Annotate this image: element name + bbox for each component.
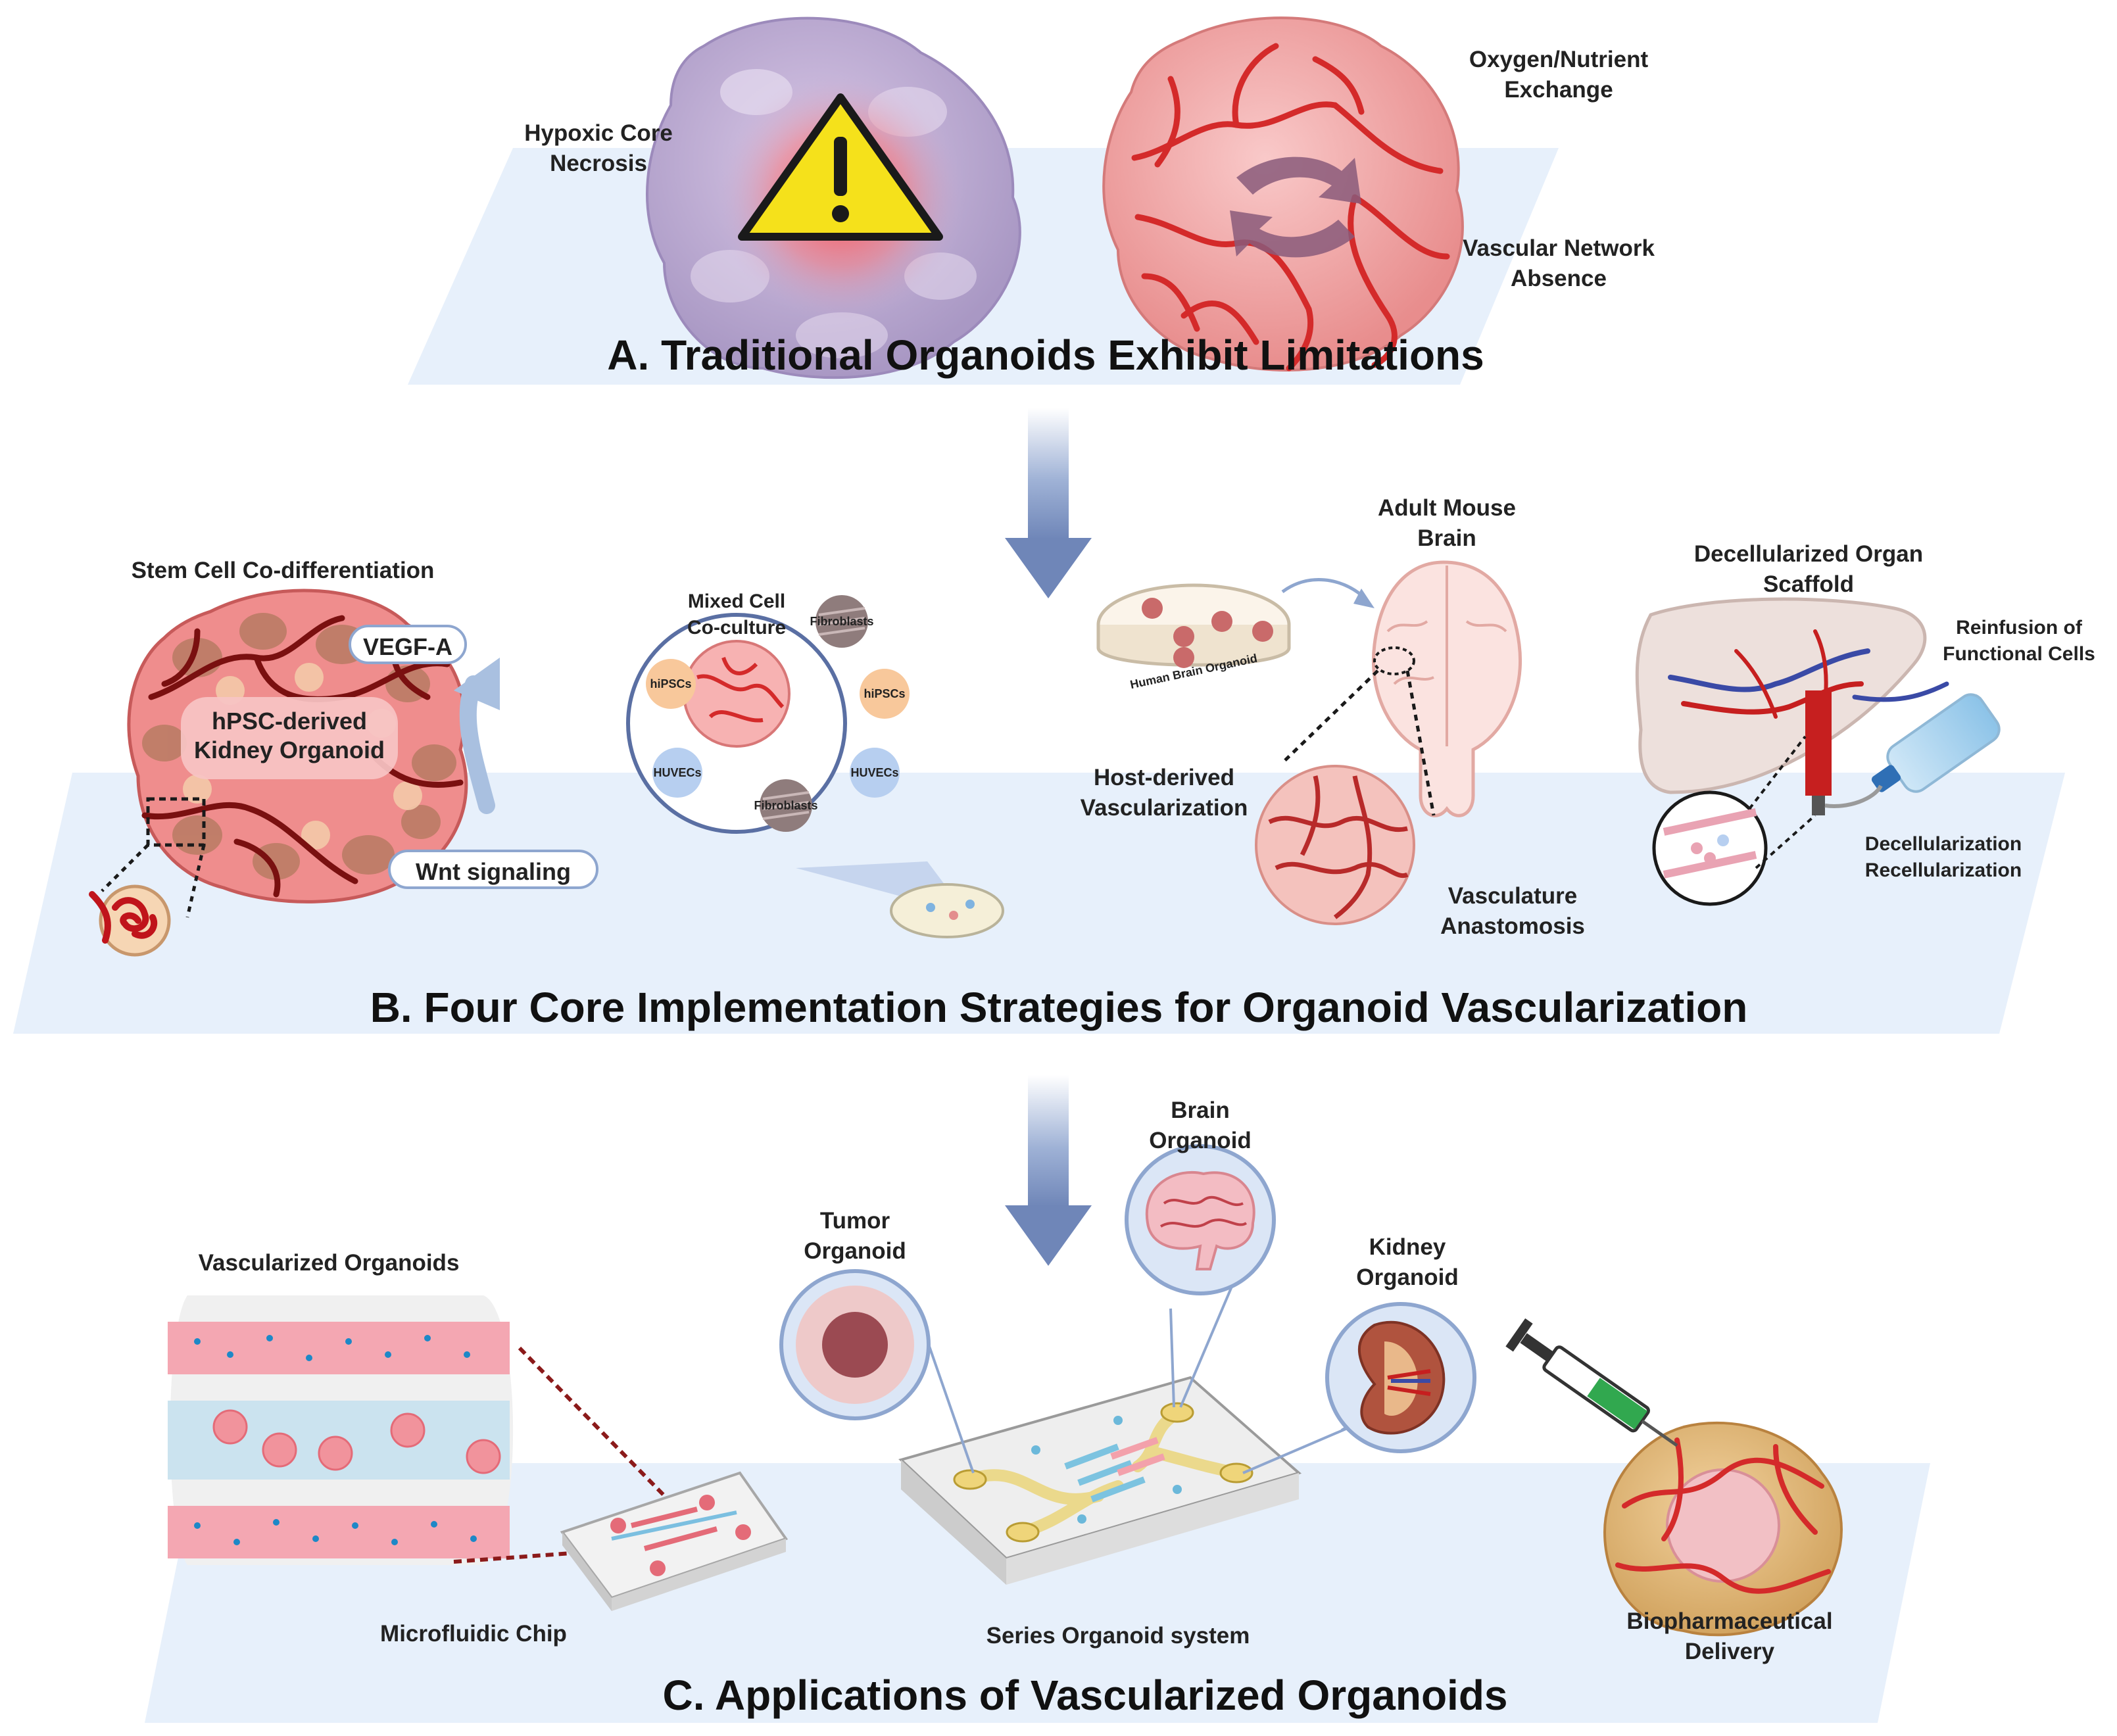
vascular-absence-label-line2: Absence bbox=[1511, 266, 1607, 291]
huvec-left-label: HUVECs bbox=[653, 766, 702, 779]
panel-b bbox=[13, 560, 2065, 1034]
panel-b-title: B. Four Core Implementation Strategies f… bbox=[370, 984, 1748, 1031]
platform-b bbox=[13, 773, 2065, 1034]
mixed-coculture bbox=[626, 595, 1004, 938]
panel-c bbox=[145, 1144, 1930, 1723]
brain-organoid-label: Brain Organoid bbox=[1102, 1096, 1299, 1156]
anastomosis-line2: Anastomosis bbox=[1440, 913, 1585, 939]
microfluidic-chip bbox=[560, 1471, 789, 1611]
glomerulus-icon bbox=[89, 884, 171, 957]
host-derived-line1: Host-derived bbox=[1094, 765, 1234, 790]
vegf-pill: VEGF-A bbox=[349, 625, 467, 664]
panel-a bbox=[408, 16, 1559, 385]
vasc-organoids-label: Vascularized Organoids bbox=[198, 1250, 460, 1276]
hypoxic-label: Hypoxic Core Necrosis bbox=[474, 118, 723, 179]
kidney-organoid-c-label: Kidney Organoid bbox=[1309, 1232, 1506, 1293]
anastomosis-label: Vasculature Anastomosis bbox=[1401, 881, 1624, 942]
tumor-organoid-circle bbox=[779, 1269, 931, 1420]
mouse-brain-line1: Adult Mouse bbox=[1378, 495, 1516, 521]
mouse-brain bbox=[1372, 560, 1522, 817]
fibroblast-bottom bbox=[760, 779, 812, 832]
biopharma-label: Biopharmaceutical Delivery bbox=[1598, 1606, 1861, 1667]
arrow-b-to-c bbox=[1005, 1075, 1092, 1266]
mixed-coculture-label: Mixed Cell Co-culture bbox=[645, 589, 829, 641]
series-organoid-chip bbox=[898, 1275, 1402, 1585]
panel-c-title: C. Applications of Vascularized Organoid… bbox=[662, 1672, 1508, 1719]
host-derived-vascularization bbox=[1096, 560, 1522, 925]
reinfusion-line2: Functional Cells bbox=[1943, 643, 2095, 665]
hypoxic-label-line1: Hypoxic Core bbox=[524, 120, 673, 146]
brain-organoid-line2: Organoid bbox=[1149, 1128, 1252, 1153]
hipsc-left-label: hiPSCs bbox=[650, 677, 692, 690]
series-label: Series Organoid system bbox=[986, 1623, 1250, 1649]
host-derived-label: Host-derived Vascularization bbox=[1046, 763, 1282, 823]
biopharma-organoid bbox=[1505, 1318, 1843, 1637]
decell-scaffold-line1: Decellularized Organ bbox=[1693, 541, 1924, 567]
fibroblast-top bbox=[815, 595, 868, 648]
wnt-pill: Wnt signaling bbox=[388, 850, 598, 889]
brain-organoid-line1: Brain bbox=[1171, 1097, 1230, 1123]
hypoxic-label-line2: Necrosis bbox=[550, 151, 647, 176]
reinfusion-label: Reinfusion of Functional Cells bbox=[1934, 615, 2105, 667]
biopharma-line1: Biopharmaceutical bbox=[1626, 1608, 1833, 1634]
anastomosis-line1: Vasculature bbox=[1448, 883, 1578, 909]
syringe-icon bbox=[1505, 1318, 1678, 1447]
exchange-label: Oxygen/Nutrient Exchange bbox=[1434, 45, 1684, 105]
center-organoid bbox=[683, 640, 791, 748]
vascular-absence-label-line1: Vascular Network bbox=[1463, 235, 1655, 261]
exchange-label-line1: Oxygen/Nutrient bbox=[1469, 47, 1649, 72]
decellularized-scaffold bbox=[1635, 597, 2001, 906]
huvec-left bbox=[652, 748, 702, 798]
tumor-organoid-line2: Organoid bbox=[804, 1238, 906, 1264]
decell-scaffold-line2: Scaffold bbox=[1763, 571, 1855, 597]
kidney-organoid-label-line2: Kidney Organoid bbox=[193, 736, 385, 763]
petri-dish-small bbox=[890, 883, 1004, 938]
tumor-organoid-line1: Tumor bbox=[819, 1208, 890, 1234]
kidney-organoid-label-line1: hPSC-derived bbox=[211, 708, 368, 735]
exchange-label-line2: Exchange bbox=[1504, 77, 1613, 103]
mouse-brain-line2: Brain bbox=[1417, 525, 1476, 551]
vascularized-organoid bbox=[1102, 16, 1464, 372]
hipsc-right-label: hiPSCs bbox=[864, 687, 906, 700]
kidney-organoid-codiff bbox=[89, 589, 500, 957]
kidney-organoid-label: hPSC-derived Kidney Organoid bbox=[178, 707, 401, 765]
tumor-organoid-label: Tumor Organoid bbox=[756, 1206, 954, 1266]
fibroblast-top-label: Fibroblasts bbox=[810, 615, 874, 628]
bottle-icon bbox=[1871, 693, 2001, 793]
brain-organoid-circle bbox=[1125, 1144, 1276, 1295]
petri-dish-brain-organoids bbox=[1096, 583, 1291, 668]
decell-recell-line1: Decellularization bbox=[1864, 833, 2022, 855]
hipsc-left bbox=[646, 659, 696, 709]
arrow-a-to-b bbox=[1005, 408, 1092, 598]
hipsc-right bbox=[860, 669, 910, 719]
mouse-brain-label: Adult Mouse Brain bbox=[1335, 493, 1559, 554]
vascularized-channel bbox=[168, 1295, 683, 1565]
hypoxic-organoid bbox=[645, 16, 1021, 379]
decell-recell-label: Decellularization Recellularization bbox=[1841, 831, 2045, 884]
mixed-coculture-line1: Mixed Cell bbox=[687, 591, 786, 612]
huvec-right bbox=[850, 748, 900, 798]
huvec-right-label: HUVECs bbox=[850, 766, 899, 779]
kidney-organoid-c-line1: Kidney bbox=[1369, 1234, 1446, 1260]
kidney-organoid-circle bbox=[1325, 1302, 1476, 1453]
stem-cell-label: Stem Cell Co-differentiation bbox=[131, 558, 435, 583]
exchange-arrows-icon bbox=[1236, 157, 1361, 204]
reinfusion-line1: Reinfusion of bbox=[1956, 617, 2082, 639]
decell-recell-line2: Recellularization bbox=[1864, 859, 2022, 881]
fibroblast-bottom-label: Fibroblasts bbox=[754, 799, 818, 812]
decell-scaffold-label: Decellularized Organ Scaffold bbox=[1670, 539, 1947, 600]
kidney-organoid-c-line2: Organoid bbox=[1356, 1265, 1459, 1290]
host-derived-line2: Vascularization bbox=[1080, 795, 1248, 821]
vascular-absence-label: Vascular Network Absence bbox=[1434, 233, 1684, 294]
mixed-coculture-line2: Co-culture bbox=[687, 617, 786, 639]
panel-a-title: A. Traditional Organoids Exhibit Limitat… bbox=[607, 331, 1484, 379]
microfluidic-label: Microfluidic Chip bbox=[380, 1621, 567, 1647]
anastomosis-organoid bbox=[1255, 765, 1415, 925]
biopharma-line2: Delivery bbox=[1684, 1639, 1775, 1664]
